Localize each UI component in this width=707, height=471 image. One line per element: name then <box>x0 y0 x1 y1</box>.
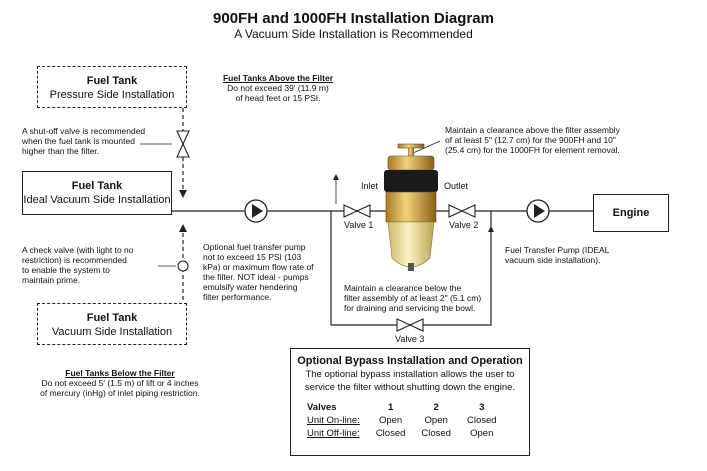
outlet-label: Outlet <box>444 181 469 191</box>
engine-label: Engine <box>612 207 650 219</box>
tanks-above-title: Fuel Tanks Above the Filter <box>222 73 334 83</box>
clearance-above-leader <box>412 140 441 154</box>
transfer-pump-note: Fuel Transfer Pump (IDEAL vacuum side in… <box>505 245 610 265</box>
engine-box: Engine <box>593 194 669 232</box>
bypass-desc-2: service the filter without shutting down… <box>304 382 516 393</box>
table-row: Unit On-line: Open Open Closed <box>307 415 497 426</box>
valve-1-label: Valve 1 <box>344 220 374 230</box>
tanks-above-note: Fuel Tanks Above the Filter Do not excee… <box>208 73 348 103</box>
pressure-tank-title: Fuel Tank <box>86 75 138 87</box>
transfer-pump-icon <box>526 199 550 223</box>
tanks-below-title: Fuel Tanks Below the Filter <box>65 368 175 378</box>
ideal-tank-title: Fuel Tank <box>71 180 123 192</box>
valve-table-header: Valves 1 2 3 <box>307 402 485 413</box>
fuel-filter-icon <box>384 143 438 271</box>
pressure-fuel-tank: Fuel Tank Pressure Side Installation <box>37 66 187 108</box>
tanks-below-note: Fuel Tanks Below the Filter Do not excee… <box>25 368 215 398</box>
valve-table: Valves 1 2 3 Unit On-line: Open Open Clo… <box>307 401 505 440</box>
clearance-above-note: Maintain a clearance above the filter as… <box>445 125 620 155</box>
clearance-below-note: Maintain a clearance below the filter as… <box>344 283 482 313</box>
diagram-title: 900FH and 1000FH Installation Diagram <box>213 10 494 27</box>
optional-pump-note: Optional fuel transfer pump not to excee… <box>203 242 314 302</box>
valve-3-icon <box>396 318 424 332</box>
diagram-subtitle: A Vacuum Side Installation is Recommende… <box>234 27 473 41</box>
shutoff-note: A shut-off valve is recommended when the… <box>22 126 146 156</box>
bypass-info-box: Optional Bypass Installation and Operati… <box>290 348 530 456</box>
pressure-arrow <box>179 190 187 198</box>
ideal-fuel-tank: Fuel Tank Ideal Vacuum Side Installation <box>22 171 172 215</box>
inlet-label: Inlet <box>361 181 379 191</box>
vacuum-tank-subtitle: Vacuum Side Installation <box>51 326 173 338</box>
check-valve-note: A check valve (with light to no restrict… <box>22 245 134 285</box>
valve-2-label: Valve 2 <box>449 220 479 230</box>
check-valve-icon <box>177 260 189 272</box>
table-row: Unit Off-line: Closed Closed Open <box>307 428 494 439</box>
valve-2-icon <box>448 204 476 218</box>
vacuum-fuel-tank: Fuel Tank Vacuum Side Installation <box>37 303 187 345</box>
bypass-desc-1: The optional bypass installation allows … <box>305 369 515 380</box>
shutoff-valve-icon <box>176 130 190 158</box>
ideal-tank-subtitle: Ideal Vacuum Side Installation <box>23 194 171 206</box>
bypass-title: Optional Bypass Installation and Operati… <box>297 355 523 367</box>
valve-1-icon <box>343 204 371 218</box>
vacuum-arrow <box>179 224 187 232</box>
vacuum-tank-title: Fuel Tank <box>86 312 138 324</box>
optional-pump-icon <box>244 199 268 223</box>
pressure-tank-subtitle: Pressure Side Installation <box>49 89 175 101</box>
valve-3-label: Valve 3 <box>395 334 425 344</box>
